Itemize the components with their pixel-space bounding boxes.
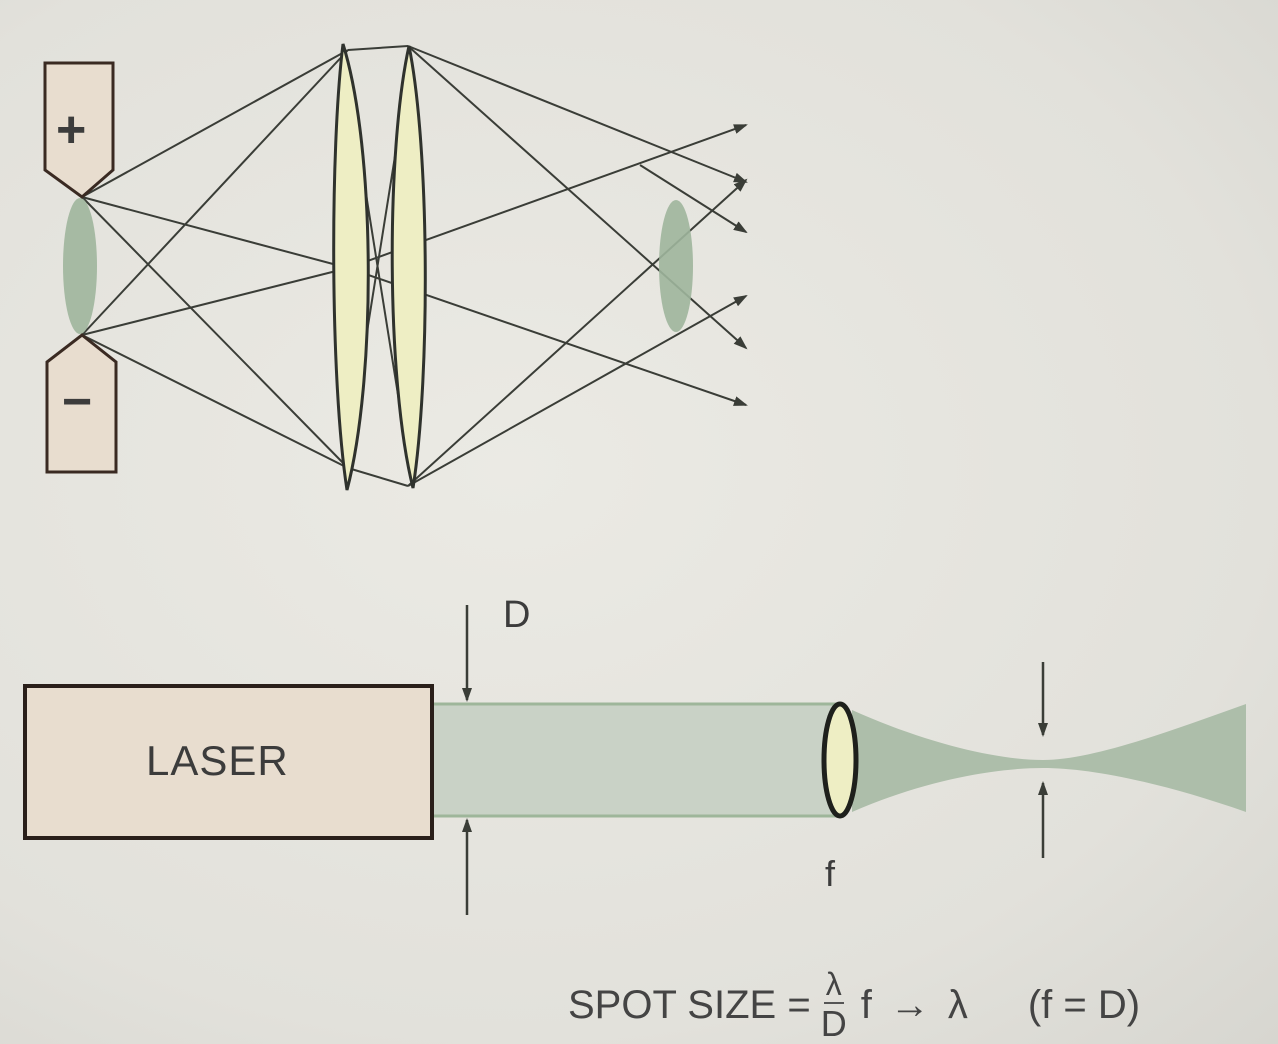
formula-arrow: →: [889, 982, 930, 1027]
formula-numerator: λ: [823, 966, 844, 1004]
formula-factor: f: [860, 982, 872, 1027]
cathode-electrode: [45, 333, 118, 474]
formula-denominator: D: [820, 1003, 847, 1044]
spot-size-formula: SPOT SIZE = λ D f → λ (f = D): [568, 968, 1141, 1042]
image-crossover: [659, 200, 693, 332]
cathode-minus-label: −: [62, 373, 93, 431]
electron-optics-group: [43, 43, 748, 491]
lens-2: [390, 45, 427, 489]
anode-plus-label: +: [56, 101, 87, 159]
laser-box: [23, 684, 434, 840]
formula-limit: λ: [947, 982, 968, 1027]
focal-length-label: f: [825, 853, 836, 894]
laser-focus-group: [23, 605, 1246, 915]
lens-1: [332, 43, 370, 491]
anode-electrode: [43, 61, 115, 199]
laser-label: LASER: [146, 737, 289, 784]
focusing-lens: [821, 701, 859, 819]
formula-condition: (f = D): [1027, 982, 1141, 1027]
formula-fraction: λ D: [821, 968, 847, 1042]
beam-diameter-label: D: [503, 594, 531, 636]
laser-beam: [432, 704, 840, 816]
source-crossover: [63, 198, 97, 334]
formula-lhs: SPOT SIZE =: [568, 982, 811, 1027]
focused-beam: [852, 704, 1246, 812]
